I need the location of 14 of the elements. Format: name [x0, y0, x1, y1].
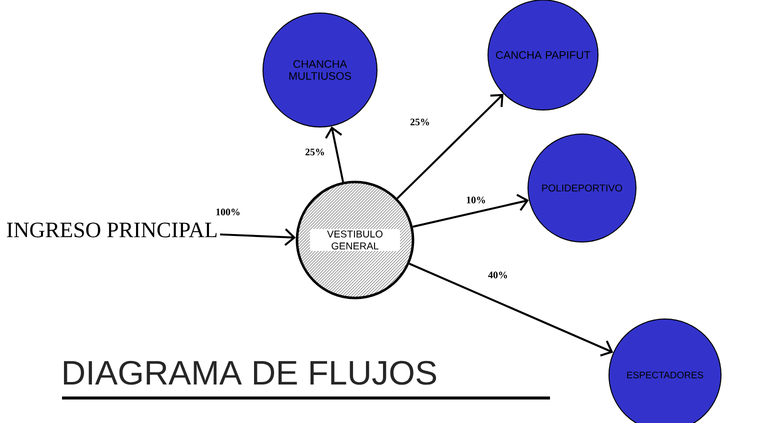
arrow — [325, 126, 344, 182]
edge-label: 100% — [214, 208, 242, 216]
edge-label: 25% — [409, 118, 431, 126]
title: DIAGRAMA DE FLUJOS — [64, 360, 436, 385]
entry-label: INGRESO PRINCIPAL — [6, 222, 217, 238]
arrow — [396, 94, 504, 200]
edge-label: 40% — [487, 270, 509, 280]
circle-node: CHANCHA MULTIUSOS — [262, 12, 378, 128]
circle-node: POLIDEPORTIVO — [528, 134, 636, 242]
edge-label: 25% — [304, 148, 326, 156]
arrow — [408, 262, 614, 357]
edge-label: 10% — [465, 196, 487, 204]
arrow — [220, 228, 296, 246]
arrow — [412, 194, 529, 228]
